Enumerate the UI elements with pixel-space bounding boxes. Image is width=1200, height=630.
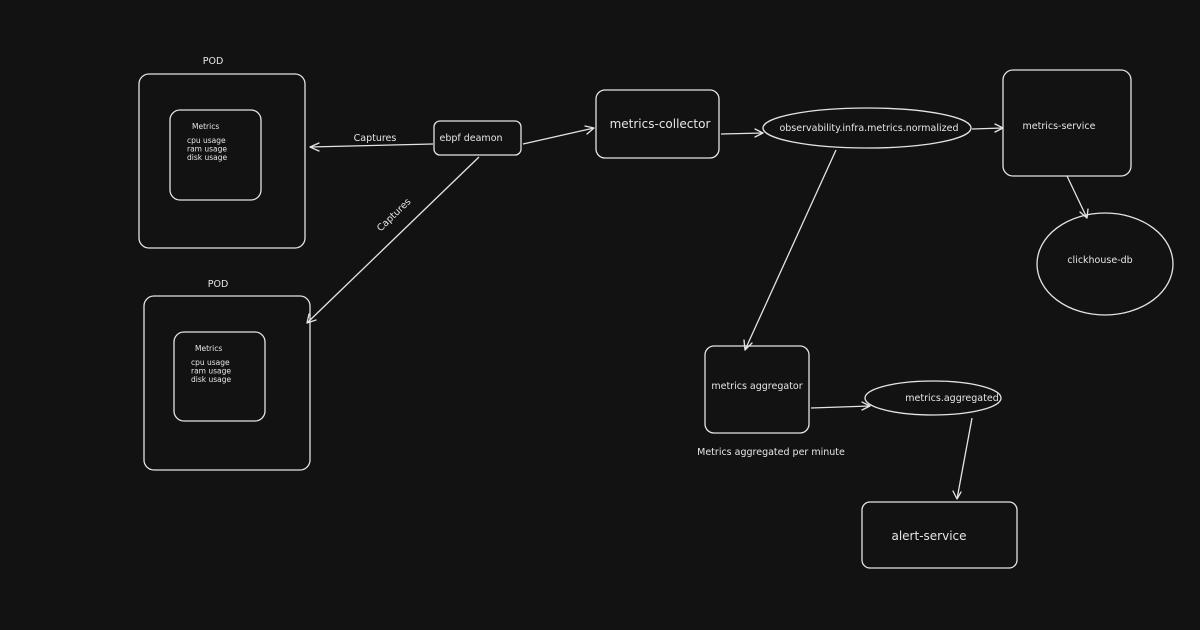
- edge-ebpf-to-collector: [522, 125, 595, 145]
- alert-service-node: alert-service: [861, 501, 1018, 569]
- aggregated-topic-ellipse: [864, 380, 1002, 416]
- edge-ebpf-to-collector-line: [522, 127, 595, 145]
- edge-service-to-clickhouse: [1066, 175, 1089, 219]
- pod-2: POD Metrics cpu usage ram usage disk usa…: [143, 279, 311, 471]
- pod-1: POD Metrics cpu usage ram usage disk usa…: [138, 56, 306, 249]
- normalized-topic-label: observability.infra.metrics.normalized: [779, 123, 958, 134]
- pod-2-disk-usage: disk usage: [191, 375, 231, 384]
- edge-ebpf-to-pod1-line: [309, 143, 434, 148]
- clickhouse-db-label: clickhouse-db: [1067, 255, 1132, 266]
- edge-normalized-to-aggregator-arrowhead: [743, 339, 753, 351]
- metrics-aggregator-box: [704, 345, 810, 434]
- edge-aggregated-to-alert-arrowhead: [952, 490, 962, 500]
- captures-label-2: Captures: [375, 196, 413, 234]
- edge-normalized-to-aggregator-line: [744, 149, 837, 351]
- edge-normalized-to-service-arrowhead: [994, 123, 1004, 133]
- edge-collector-to-normalized-line: [720, 132, 764, 135]
- metrics-service-node: metrics-service: [1002, 69, 1132, 177]
- pod-1-title: POD: [203, 56, 224, 67]
- clickhouse-db-node: clickhouse-db: [1036, 212, 1174, 316]
- pod-2-cpu-usage: cpu usage: [191, 358, 230, 367]
- edge-normalized-to-service: [971, 123, 1004, 133]
- pod-2-ram-usage: ram usage: [191, 367, 231, 376]
- aggregator-note: Metrics aggregated per minute: [697, 447, 845, 458]
- metrics-collector-box: [595, 89, 720, 159]
- edge-normalized-to-service-line: [971, 127, 1004, 130]
- normalized-topic-node: observability.infra.metrics.normalized: [762, 107, 972, 149]
- normalized-topic-ellipse: [762, 107, 972, 149]
- ebpf-deamon-box: [433, 120, 522, 156]
- pod-1-metrics-title: Metrics: [192, 122, 219, 131]
- edge-ebpf-to-pod1: [309, 142, 434, 152]
- pod-2-metrics-box: [173, 331, 266, 422]
- pod-2-box: [143, 295, 311, 471]
- metrics-aggregator-node: metrics aggregator: [704, 345, 810, 434]
- ebpf-deamon-node: ebpf deamon: [433, 120, 522, 156]
- alert-service-label: alert-service: [891, 529, 966, 543]
- aggregated-topic-node: metrics.aggregated: [864, 380, 1002, 416]
- alert-service-box: [861, 501, 1018, 569]
- clickhouse-db-ellipse: [1036, 212, 1174, 316]
- edge-normalized-to-aggregator: [743, 149, 837, 351]
- captures-label-1: Captures: [354, 133, 397, 144]
- ebpf-deamon-label: ebpf deamon: [439, 133, 502, 144]
- pod-2-metrics-title: Metrics: [195, 344, 222, 353]
- pod-1-disk-usage: disk usage: [187, 153, 227, 162]
- edge-service-to-clickhouse-arrowhead: [1079, 208, 1089, 219]
- metrics-collector-label: metrics-collector: [610, 117, 711, 131]
- edge-aggregator-to-aggregated: [810, 401, 871, 411]
- edge-ebpf-to-pod1-arrowhead: [309, 142, 320, 152]
- metrics-aggregator-label: metrics aggregator: [711, 381, 802, 392]
- edge-ebpf-to-pod2-line: [306, 156, 480, 324]
- pod-1-metrics-box: [169, 109, 262, 201]
- pod-1-ram-usage: ram usage: [187, 145, 227, 154]
- edge-aggregated-to-alert: [952, 417, 973, 500]
- edge-service-to-clickhouse-line: [1066, 175, 1088, 219]
- edge-collector-to-normalized: [720, 128, 764, 138]
- pod-1-box: [138, 73, 306, 249]
- pod-2-title: POD: [208, 279, 229, 290]
- aggregated-topic-label: metrics.aggregated: [905, 393, 998, 404]
- metrics-collector-node: metrics-collector: [595, 89, 720, 159]
- pod-1-cpu-usage: cpu usage: [187, 136, 226, 145]
- metrics-service-label: metrics-service: [1023, 121, 1096, 132]
- edge-ebpf-to-pod2-arrowhead: [306, 313, 317, 324]
- edge-aggregator-to-aggregated-line: [810, 405, 871, 409]
- edge-aggregator-to-aggregated-arrowhead: [861, 401, 871, 411]
- edge-collector-to-normalized-arrowhead: [754, 128, 764, 138]
- edge-ebpf-to-pod2: [306, 156, 480, 324]
- edge-ebpf-to-collector-arrowhead: [584, 125, 595, 135]
- edge-aggregated-to-alert-line: [956, 417, 973, 500]
